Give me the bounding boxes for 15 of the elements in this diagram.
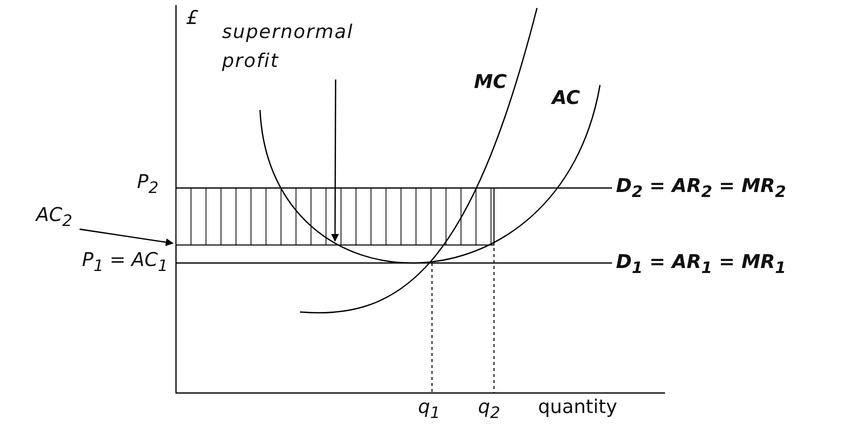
- shaded-area: [176, 188, 494, 246]
- annotation-text: AC$_{2}$: [36, 205, 72, 230]
- axis-label: P$_{2}$: [137, 172, 159, 196]
- axis-label: P$_{1}$ = AC$_{1}$: [82, 250, 168, 274]
- axis-label: £: [186, 8, 198, 29]
- line-label: D$_{2}$ = AR$_{2}$ = MR$_{2}$: [616, 176, 786, 200]
- curve-label: AC: [552, 88, 580, 109]
- curve-label: MC: [474, 72, 507, 93]
- axis-label: q$_{2}$: [478, 397, 500, 422]
- axis-title: quantity: [538, 397, 618, 418]
- leader-arrow: [331, 80, 339, 242]
- line-label: D$_{1}$ = AR$_{1}$ = MR$_{1}$: [616, 252, 786, 276]
- axis-label: q$_{1}$: [418, 397, 440, 422]
- leader-arrow: [80, 228, 174, 246]
- annotation-text: supernormal profit: [222, 18, 382, 75]
